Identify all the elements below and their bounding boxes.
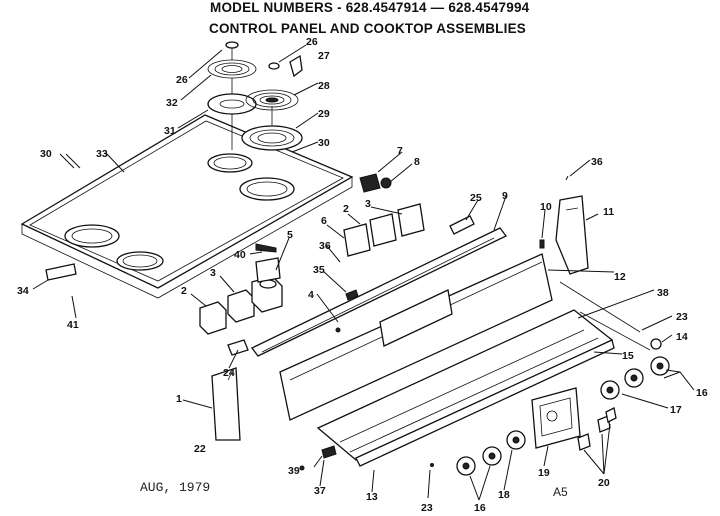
model-numbers-title: MODEL NUMBERS - 628.4547914 — 628.454799… xyxy=(210,0,530,15)
callout-2-right: 2 xyxy=(343,203,349,215)
callout-29: 29 xyxy=(318,108,330,120)
callout-11: 11 xyxy=(603,206,614,218)
part-number-callouts: 26 27 26 28 32 31 29 30 30 33 7 8 36 25 … xyxy=(17,36,708,514)
callout-24: 24 xyxy=(223,367,235,379)
page-code: A5 xyxy=(553,485,568,499)
callout-8: 8 xyxy=(414,156,420,168)
revision-date: AUG, 1979 xyxy=(140,480,211,495)
callout-33: 33 xyxy=(96,148,108,160)
callout-23-bottom: 23 xyxy=(421,502,433,514)
knobs xyxy=(299,338,670,476)
callout-25: 25 xyxy=(470,192,482,204)
callout-36-top: 36 xyxy=(591,156,603,168)
callout-2-left: 2 xyxy=(181,285,187,297)
callout-6: 6 xyxy=(321,215,327,227)
leader-lines xyxy=(32,44,695,501)
cooktop-panel xyxy=(20,114,354,299)
callout-10: 10 xyxy=(540,201,552,213)
callout-37: 37 xyxy=(314,485,326,497)
callout-9: 9 xyxy=(502,190,508,202)
callout-30-right: 30 xyxy=(318,137,330,149)
callout-31: 31 xyxy=(164,125,176,137)
callout-19: 19 xyxy=(538,467,550,479)
left-switch-assembly xyxy=(45,243,283,441)
callout-38: 38 xyxy=(657,287,669,299)
callout-26-top: 26 xyxy=(306,36,318,48)
callout-41: 41 xyxy=(67,319,79,331)
callout-22: 22 xyxy=(194,443,206,455)
callout-20: 20 xyxy=(598,477,610,489)
callout-1: 1 xyxy=(176,393,182,405)
callout-40: 40 xyxy=(234,249,246,261)
callout-32: 32 xyxy=(166,97,178,109)
callout-5: 5 xyxy=(287,229,293,241)
callout-26: 26 xyxy=(176,74,188,86)
callout-3-right: 3 xyxy=(365,198,371,210)
right-switch-assembly xyxy=(343,173,589,275)
callout-13: 13 xyxy=(366,491,378,503)
callout-28: 28 xyxy=(318,80,330,92)
callout-18: 18 xyxy=(498,489,510,501)
callout-16-bottom: 16 xyxy=(474,502,486,514)
assembly-title: CONTROL PANEL AND COOKTOP ASSEMBLIES xyxy=(209,21,526,36)
callout-14: 14 xyxy=(676,331,688,343)
callout-4: 4 xyxy=(308,289,314,301)
callout-27: 27 xyxy=(318,50,330,62)
callout-17: 17 xyxy=(670,404,682,416)
callout-36: 36 xyxy=(319,240,331,252)
callout-39: 39 xyxy=(288,465,300,477)
control-panel xyxy=(251,227,651,467)
callout-30-left: 30 xyxy=(40,148,52,160)
callout-7: 7 xyxy=(397,145,403,157)
callout-34: 34 xyxy=(17,285,29,297)
callout-23-right: 23 xyxy=(676,311,688,323)
callout-3-left: 3 xyxy=(210,267,216,279)
callout-16-right: 16 xyxy=(696,387,708,399)
callout-12: 12 xyxy=(614,271,626,283)
callout-15: 15 xyxy=(622,350,634,362)
burner-elements xyxy=(207,41,303,151)
callout-35: 35 xyxy=(313,264,325,276)
